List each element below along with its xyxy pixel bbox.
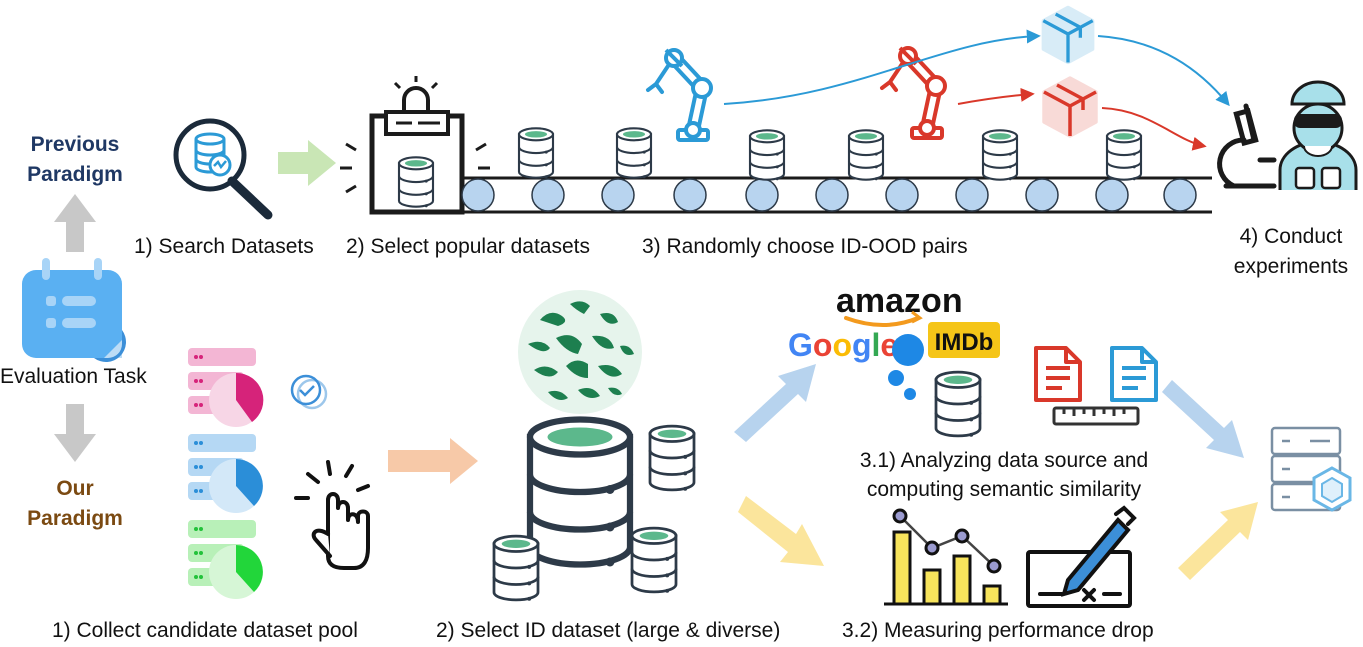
step-search-datasets: 1) Search Datasets: [134, 235, 314, 258]
server-stack-icon-green: [188, 520, 263, 599]
step-analyze-source: 3.1) Analyzing data source and computing…: [836, 446, 1172, 504]
analyze-line2: computing semantic similarity: [866, 478, 1142, 501]
previous-paradigm-line1: Previous: [30, 133, 120, 156]
analyze-to-result-arrow: [1162, 380, 1244, 458]
select-to-measure-arrow: [738, 496, 824, 566]
step-collect-pool: 1) Collect candidate dataset pool: [52, 619, 358, 642]
document-icon-red: [1034, 346, 1082, 402]
ruler-icon: [1052, 406, 1140, 426]
check-badge-icon: [290, 374, 328, 410]
analyze-line1: 3.1) Analyzing data source and: [859, 449, 1149, 472]
red-flow-arrow-2: [1101, 107, 1207, 151]
calendar-task-icon: [22, 258, 126, 362]
step-select-id: 2) Select ID dataset (large & diverse): [436, 619, 781, 642]
server-stack-icon-blue: [188, 434, 263, 513]
conveyor-belt: [372, 176, 1212, 214]
our-paradigm-line1: Our: [56, 477, 94, 500]
scanner-gate-icon: [340, 76, 490, 215]
scientist-icon: [1278, 80, 1358, 190]
box-icon-blue: [1041, 5, 1095, 65]
robot-arm-icon-blue: [648, 50, 711, 140]
down-arrow: [54, 404, 96, 462]
measure-to-result-arrow: [1178, 502, 1258, 580]
robot-arm-icon-red: [882, 48, 945, 138]
animal-globe-icon: [518, 290, 642, 414]
server-stack-icon-pink: [188, 348, 264, 427]
previous-paradigm-label: Previous Paradigm: [14, 130, 136, 190]
up-arrow: [54, 194, 96, 252]
bar-chart-icon: [884, 508, 1008, 606]
step-conduct-experiments: 4) Conduct experiments: [1218, 222, 1363, 282]
imdb-logo: IMDb: [935, 329, 994, 356]
red-flow-arrow: [957, 87, 1035, 105]
database-icon-large: [530, 420, 630, 567]
our-paradigm-line2: Paradigm: [27, 507, 123, 530]
click-hand-icon: [294, 460, 370, 570]
document-icon-blue: [1110, 346, 1158, 402]
server-hexagon-icon: [1270, 426, 1352, 512]
conduct-line2: experiments: [1233, 255, 1349, 278]
our-paradigm-label: Our Paradigm: [10, 474, 140, 534]
logo-group: amazon Google IMDb: [788, 282, 1000, 400]
microscope-icon: [1217, 103, 1277, 189]
evaluation-task-label: Evaluation Task: [0, 365, 147, 388]
blue-flow-arrow: [723, 29, 1041, 105]
step-random-pairs: 3) Randomly choose ID-OOD pairs: [642, 235, 968, 258]
conduct-line1: 4) Conduct: [1239, 225, 1343, 248]
collect-to-select-arrow: [388, 438, 478, 484]
step-measure-drop: 3.2) Measuring performance drop: [842, 619, 1154, 642]
search-to-select-arrow: [278, 140, 336, 186]
google-logo: Google: [788, 327, 898, 363]
check-sign-icon: [1026, 505, 1137, 608]
box-icon-red: [1042, 76, 1098, 138]
blue-flow-arrow-2: [1097, 35, 1230, 107]
previous-paradigm-line2: Paradigm: [27, 163, 123, 186]
select-to-analyze-arrow: [734, 364, 816, 442]
search-database-icon: [173, 118, 273, 220]
database-icon-logos: [934, 370, 982, 439]
amazon-logo: amazon: [836, 282, 963, 320]
step-select-popular: 2) Select popular datasets: [346, 235, 590, 258]
